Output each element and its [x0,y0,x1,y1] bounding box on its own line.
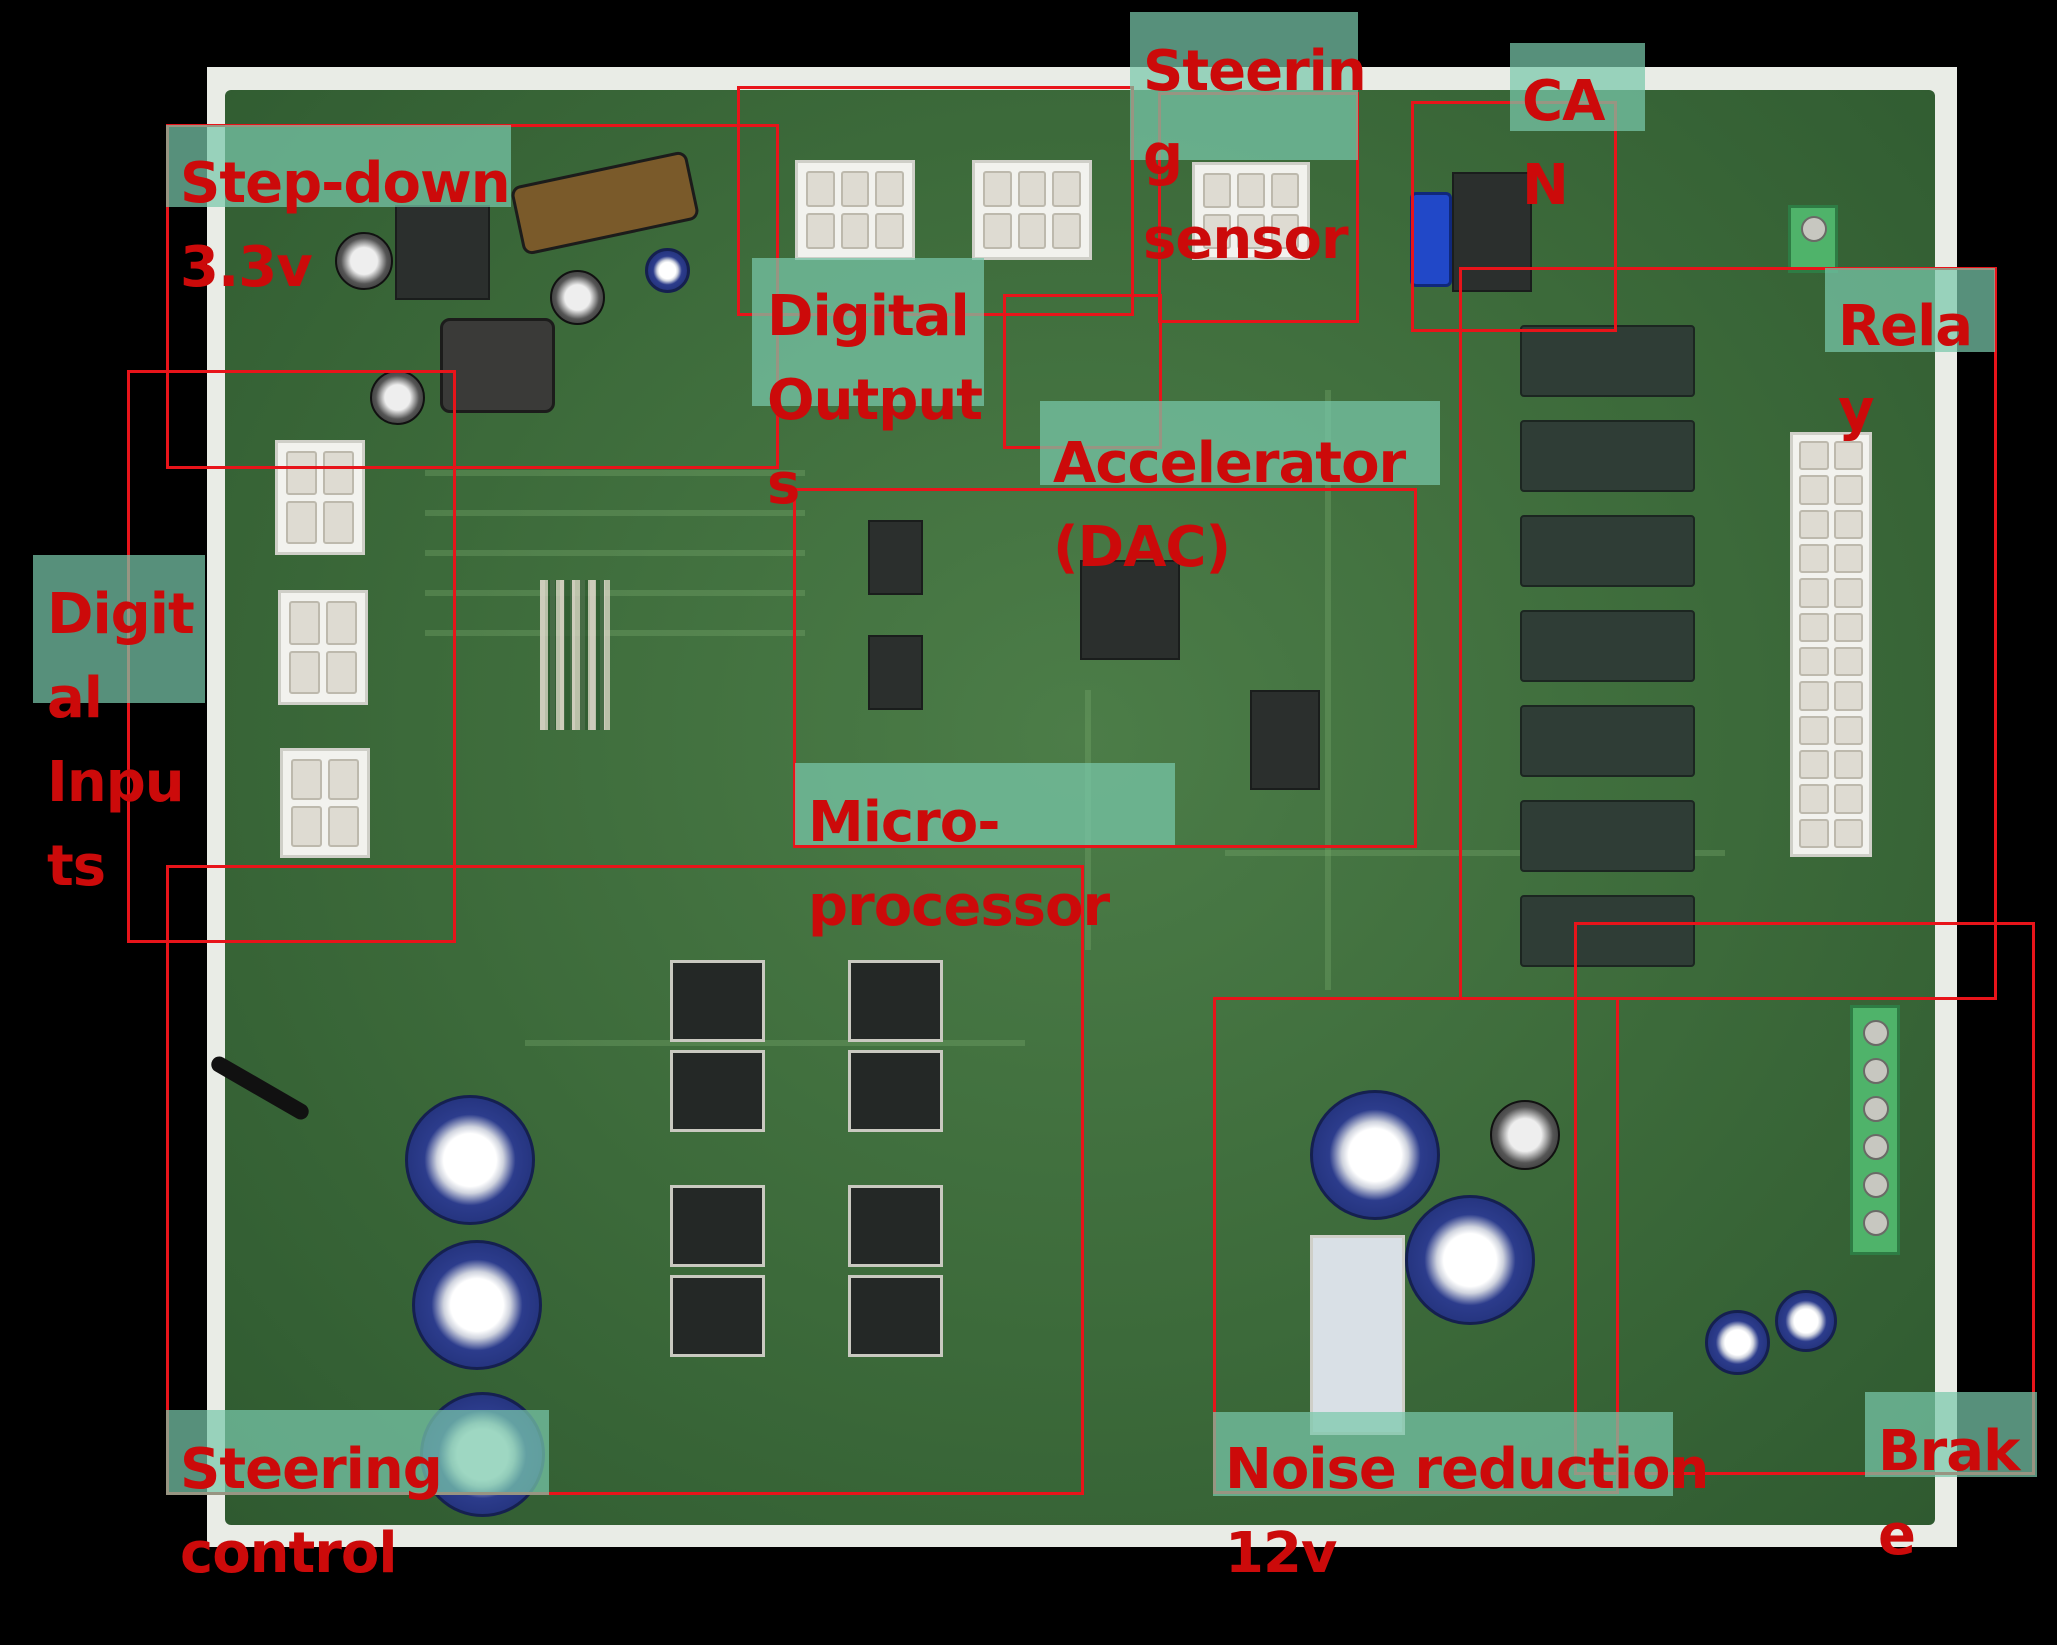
capacitor-brake-2 [1775,1290,1837,1352]
ic-chip-1 [868,520,923,595]
label-steering-sensor: Steerin g sensor [1143,39,1367,272]
mosfet-3 [670,1050,765,1132]
connector-left-3 [280,748,370,858]
label-can: CA N [1522,69,1605,218]
zone-brake-box [1574,922,2035,1475]
relay-3 [1520,515,1695,587]
capacitor-brake-1 [1705,1310,1770,1375]
regulator-chip [395,205,490,300]
capacitor-steering-1 [405,1095,535,1225]
capacitor-noise-2 [1405,1195,1535,1325]
relay-7 [1520,895,1695,967]
ic-chip-2 [868,635,923,710]
label-microprocessor: Micro- processor [808,790,1110,939]
label-noise-reduction: Noise reduction 12v [1225,1437,1709,1586]
connector-top-1 [795,160,915,260]
small-capacitor-3 [550,270,605,325]
terminal-top-right [1788,205,1838,273]
label-digital-inputs: Digit al Inpu ts [47,582,195,899]
connector-left-1 [275,440,365,555]
fuse-holder [1310,1235,1405,1435]
label-relay: Rela y [1838,294,1973,443]
mosfet-8 [848,1275,943,1357]
label-accelerator: Accelerator (DAC) [1053,431,1406,580]
ic-chip-3 [1250,690,1320,790]
mosfet-5 [670,1185,765,1267]
small-capacitor-4 [645,248,690,293]
mosfet-4 [848,1050,943,1132]
zone-microprocessor-box [793,488,1417,848]
capacitor-noise-1 [1310,1090,1440,1220]
inductor [440,318,555,413]
connector-steering-sensor [1192,162,1310,260]
microprocessor-chip [1080,560,1180,660]
label-steering-control: Steering control [180,1437,443,1586]
relay-1 [1520,325,1695,397]
capacitor-noise-3 [1490,1100,1560,1170]
capacitor-steering-2 [412,1240,542,1370]
mosfet-6 [848,1185,943,1267]
mosfet-1 [670,960,765,1042]
relay-4 [1520,610,1695,682]
zone-steering-control-box [166,865,1084,1495]
small-capacitor-1 [335,232,393,290]
terminal-brake [1850,1005,1900,1255]
can-connector [1452,172,1532,292]
mosfet-7 [670,1275,765,1357]
relay-5 [1520,705,1695,777]
mosfet-2 [848,960,943,1042]
connector-relay-header [1790,432,1872,857]
label-digital-outputs: Digital Output s [767,284,983,517]
relay-6 [1520,800,1695,872]
label-brake: Brak e [1878,1419,2020,1568]
connector-left-2 [278,590,368,705]
connector-top-2 [972,160,1092,260]
label-step-down: Step-down 3.3v [180,151,511,300]
zone-relay-box [1459,267,1997,1000]
relay-2 [1520,420,1695,492]
